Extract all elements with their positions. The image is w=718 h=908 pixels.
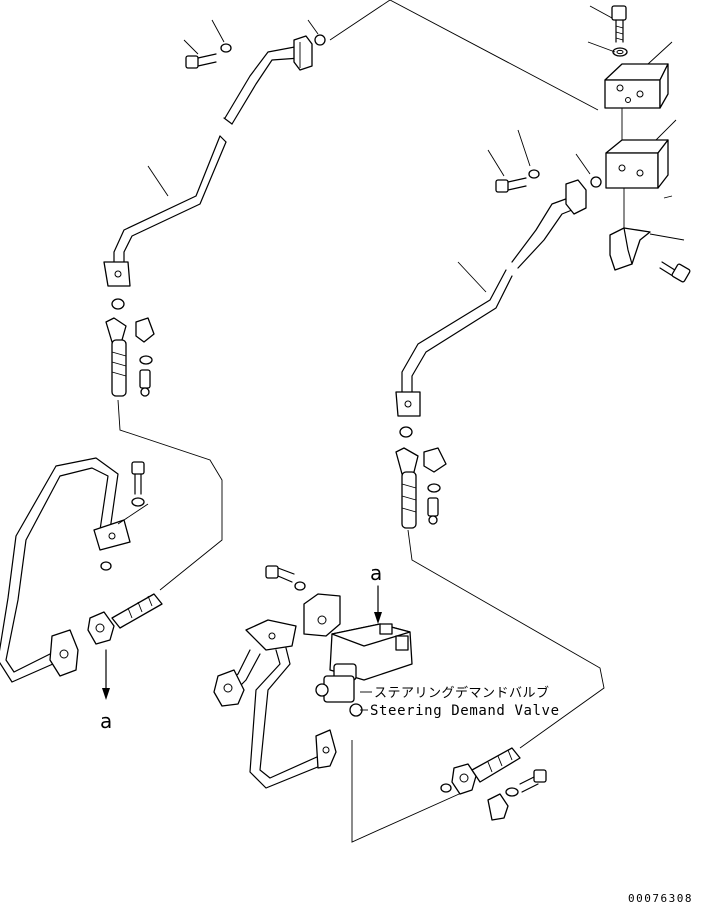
leader-line bbox=[589, 5, 613, 19]
leader-line bbox=[663, 195, 673, 199]
steel-tube-bottom bbox=[213, 619, 337, 789]
leader-line bbox=[183, 39, 199, 55]
mounting-bracket bbox=[609, 227, 651, 271]
washer bbox=[612, 47, 628, 57]
o-ring bbox=[399, 426, 413, 438]
hose-fitting bbox=[87, 593, 163, 645]
leader-line bbox=[487, 149, 505, 177]
leader-line bbox=[655, 119, 677, 141]
leader-line bbox=[587, 41, 616, 53]
washer bbox=[294, 581, 306, 591]
reference-arrow-head bbox=[102, 688, 110, 700]
o-ring bbox=[100, 561, 112, 571]
ref-label-a-left: a bbox=[100, 709, 112, 733]
manifold-block-lower bbox=[605, 139, 669, 189]
hose-fitting bbox=[395, 447, 419, 529]
drawing-code: 00076308 bbox=[628, 892, 693, 905]
valve-name-jp: ステアリングデマンドバルブ bbox=[374, 685, 550, 701]
bolt bbox=[611, 5, 627, 43]
steering-demand-valve bbox=[315, 623, 413, 717]
valve-name-en: Steering Demand Valve bbox=[370, 703, 560, 719]
leader-line bbox=[575, 153, 591, 175]
bolt bbox=[495, 177, 527, 193]
split-flange bbox=[135, 317, 155, 397]
bolt bbox=[185, 53, 217, 69]
assembly-line bbox=[117, 399, 223, 591]
washer bbox=[528, 169, 540, 179]
o-ring bbox=[440, 783, 452, 793]
split-flange bbox=[423, 447, 447, 525]
assembly-line bbox=[351, 740, 469, 843]
hose-fitting bbox=[105, 317, 127, 397]
spacer-block bbox=[303, 593, 341, 637]
leader-line bbox=[307, 19, 319, 35]
steel-tube-upper-left bbox=[103, 34, 326, 287]
assembly-line bbox=[329, 0, 599, 111]
leader-line bbox=[117, 503, 149, 525]
reference-arrow-head bbox=[374, 612, 382, 624]
bolt bbox=[131, 461, 145, 495]
steel-tube-left-loop bbox=[0, 457, 131, 683]
leader-line bbox=[457, 261, 487, 293]
leader-line bbox=[647, 41, 673, 65]
bolt bbox=[659, 261, 691, 283]
steel-tube-right bbox=[395, 176, 602, 417]
leader-line bbox=[649, 233, 685, 241]
o-ring bbox=[111, 298, 125, 310]
leader-line bbox=[211, 19, 225, 43]
split-flange bbox=[487, 769, 547, 821]
hose-fitting bbox=[451, 747, 521, 795]
manifold-block-upper bbox=[604, 63, 669, 109]
leader-line bbox=[517, 129, 531, 167]
ref-label-a-top: a bbox=[370, 561, 382, 585]
bolt bbox=[265, 565, 295, 583]
leader-line bbox=[147, 165, 169, 197]
washer bbox=[220, 43, 232, 53]
assembly-line bbox=[407, 529, 605, 749]
washer bbox=[131, 497, 145, 507]
